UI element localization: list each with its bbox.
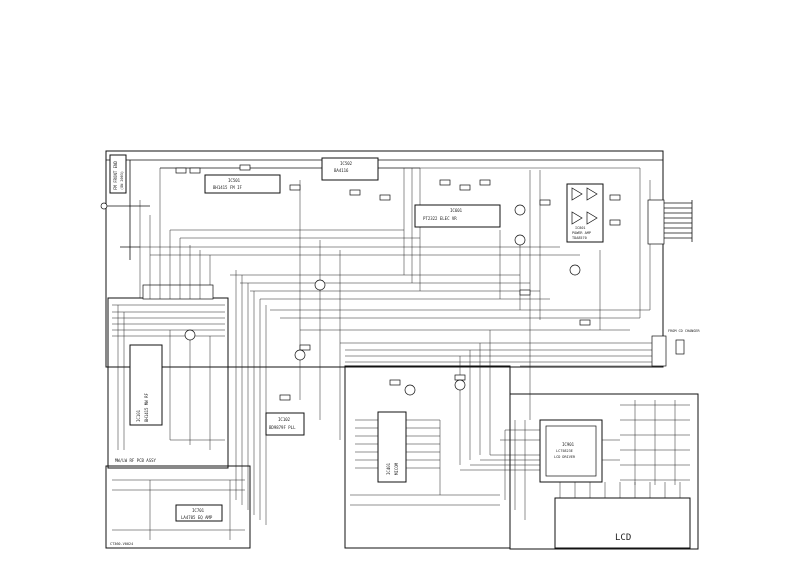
- ic601-processor-chip: IC601 PT2322 ELEC VR: [414, 204, 501, 228]
- svg-text:POWER AMP: POWER AMP: [572, 231, 591, 235]
- svg-text:IC901: IC901: [562, 442, 575, 447]
- svg-text:LC75823E: LC75823E: [556, 449, 573, 453]
- svg-text:MW/LW RF PCB ASSY: MW/LW RF PCB ASSY: [115, 458, 157, 463]
- ic501-fm-if-chip: IC501 BH1415 FM IF: [204, 174, 281, 194]
- speaker-output-connector: [647, 199, 693, 245]
- svg-text:PT2322 ELEC VR: PT2322 ELEC VR: [423, 216, 457, 221]
- eq-sub-board-outline: [105, 465, 251, 549]
- svg-text:IC501: IC501: [228, 178, 241, 183]
- svg-text:BH1415 FM IF: BH1415 FM IF: [213, 185, 242, 190]
- svg-text:LA4705 EQ AMP: LA4705 EQ AMP: [181, 515, 213, 520]
- svg-text:IC601: IC601: [450, 208, 463, 213]
- svg-text:BH1415 MW RF: BH1415 MW RF: [144, 393, 149, 422]
- ic502-chip: IC502 BA4116: [321, 157, 379, 181]
- svg-text:LCD: LCD: [615, 533, 631, 543]
- antenna-jack-icon: [100, 202, 108, 210]
- svg-text:IC701: IC701: [192, 508, 205, 513]
- svg-text:BD9879F PLL: BD9879F PLL: [269, 425, 296, 430]
- key-switch-grid: [602, 400, 690, 485]
- svg-text:CT360-V0024: CT360-V0024: [110, 542, 133, 546]
- svg-text:FM FRONT END: FM FRONT END: [113, 161, 118, 190]
- svg-text:IC101: IC101: [136, 409, 141, 422]
- ic401-mcu-chip: IC401 MICOM: [350, 411, 500, 506]
- ic801-power-amp-chip: IC801 POWER AMP TDA8570: [566, 183, 604, 243]
- ic901-lcd-driver-chip: IC901 LC75823E LCD DRIVER: [539, 419, 603, 483]
- svg-text:IC502: IC502: [340, 161, 353, 166]
- left-connector-array: [142, 284, 214, 300]
- ic701-eq-amp-chip: IC701 LA4705 EQ AMP CT360-V0024: [110, 479, 245, 546]
- ic102-pll-chip: IC102 BD9879F PLL: [265, 412, 305, 436]
- svg-text:TDA8570: TDA8570: [572, 236, 587, 240]
- interconnect-bundles: [460, 420, 540, 520]
- svg-text:IC401: IC401: [386, 462, 391, 475]
- passive-components: [175, 164, 621, 401]
- svg-text:FROM CD CHANGER: FROM CD CHANGER: [668, 329, 701, 333]
- fm-front-end-module: FM FRONT END (ON 2003): [100, 154, 150, 260]
- svg-text:LCD DRIVER: LCD DRIVER: [554, 455, 576, 459]
- svg-text:IC801: IC801: [575, 226, 586, 230]
- svg-text:BA4116: BA4116: [334, 168, 349, 173]
- rf-sub-board: IC101 BH1415 MW RF MW/LW RF PCB ASSY: [112, 304, 225, 463]
- svg-text:MICOM: MICOM: [394, 462, 399, 475]
- main-board-outline: [105, 150, 664, 368]
- cd-changer-connector: FROM CD CHANGER: [651, 329, 701, 367]
- svg-text:IC102: IC102: [278, 417, 291, 422]
- lcd-panel: LCD: [554, 482, 691, 549]
- svg-text:(ON 2003): (ON 2003): [120, 171, 124, 190]
- micom-area-outline: [344, 365, 511, 549]
